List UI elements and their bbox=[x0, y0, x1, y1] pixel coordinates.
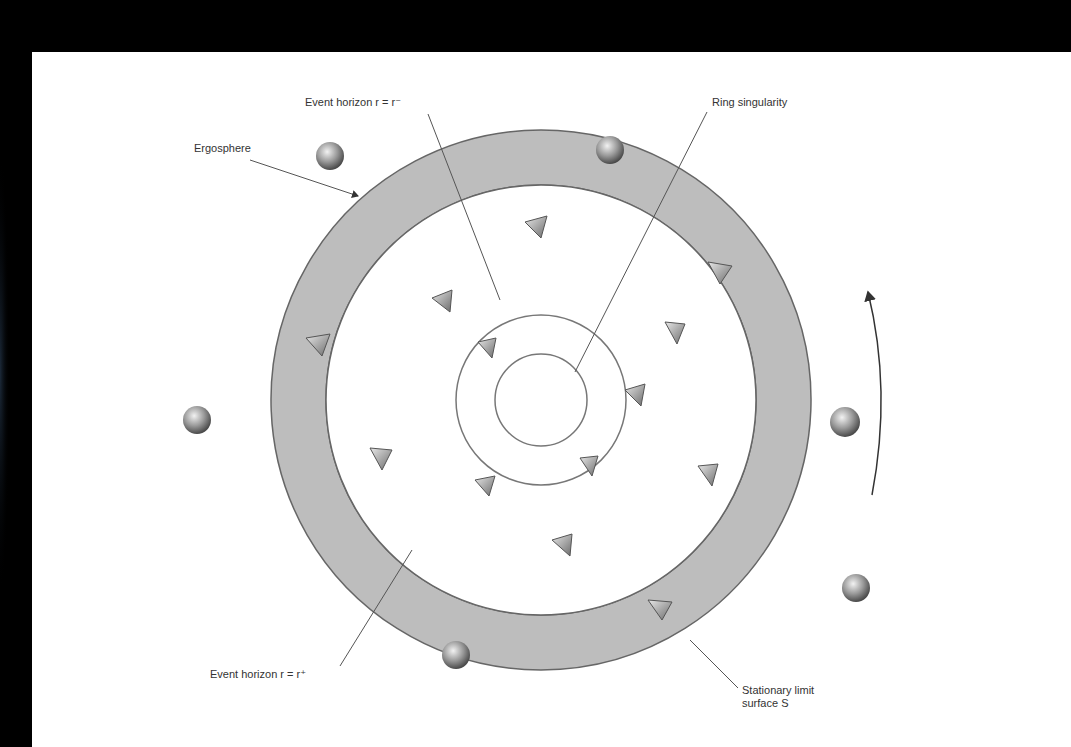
horizon-label: Event horizon r = r⁺ bbox=[210, 668, 306, 681]
horizon-label: Event horizon r = r⁻ bbox=[305, 96, 401, 109]
singularity-label: Ring singularity bbox=[712, 96, 787, 109]
ergosphere-label: Ergosphere bbox=[194, 142, 251, 155]
stationary-limit-label: Stationary limit surface S bbox=[742, 684, 842, 710]
